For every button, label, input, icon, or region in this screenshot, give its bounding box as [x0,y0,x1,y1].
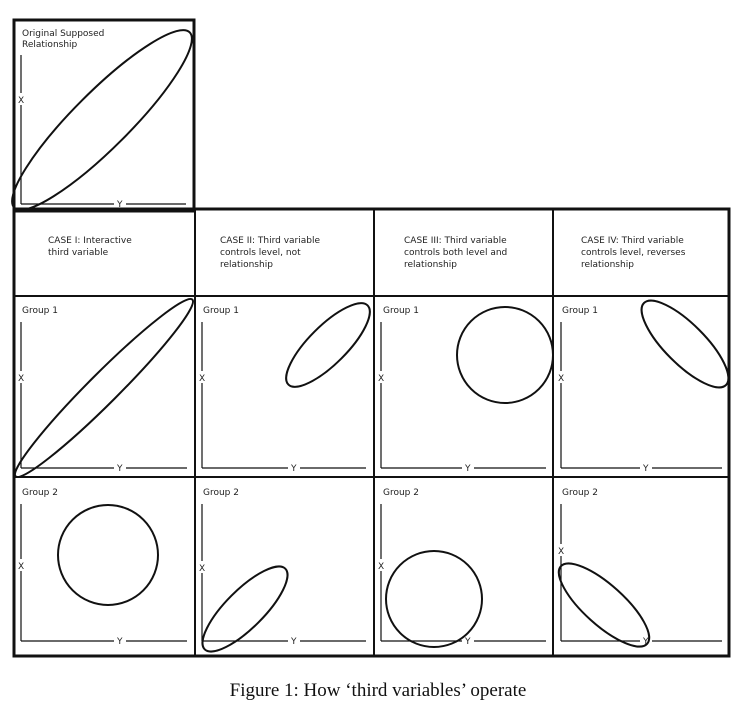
case-2-header-line1: CASE II: Third variable [220,236,320,246]
cases-grid [12,207,731,658]
case-4-group-1-axes: X Y [556,322,722,474]
case-2-group-1-y-label: Y [290,464,297,474]
case-3-group-1-label: Group 1 [383,306,419,316]
case-3-header-line2: controls both level and [404,248,507,258]
case-2-group-1-ellipse [285,302,371,388]
case-1-group-2-label: Group 2 [22,488,58,498]
case-2-group-2-axes: X Y [197,504,366,647]
case-1-group-1-label: Group 1 [22,306,58,316]
case-3-group-2-axes: X Y [376,504,546,647]
case-2-header-line3: relationship [220,260,273,270]
case-2-header-line2: controls level, not [220,248,301,258]
case-4-group-1-y-label: Y [642,464,649,474]
case-1-header-line2: third variable [48,248,109,258]
case-3-group-2-x-label: X [378,562,384,572]
original-panel-title-line2: Relationship [22,40,78,50]
figure-caption: Figure 1: How ‘third variables’ operate [229,680,527,701]
case-2-group-1-label: Group 1 [203,306,239,316]
case-1-header: CASE I: Interactive third variable [48,236,132,258]
case-4-group-1-ellipse [640,299,730,389]
case-4-group-2-x-label: X [558,547,564,557]
case-3-group-1-y-label: Y [464,464,471,474]
case-3-group-2-y-label: Y [464,637,471,647]
original-y-label: Y [116,200,123,210]
case-3-group-2-circle [385,550,483,648]
case-1-group-1-y-label: Y [116,464,123,474]
case-1-group-2-x-label: X [18,562,24,572]
case-1-header-line1: CASE I: Interactive [48,236,132,246]
case-1-group-2-circle [57,504,159,606]
case-4-header-line1: CASE IV: Third variable [581,236,684,246]
original-x-label: X [18,96,24,106]
original-panel-border [12,18,196,213]
case-4-header: CASE IV: Third variable controls level, … [581,236,686,270]
case-4-group-2-label: Group 2 [562,488,598,498]
case-2-group-2-ellipse [201,565,289,653]
original-relationship-panel: Original Supposed Relationship X Y [11,18,196,213]
case-1-group-2-y-label: Y [116,637,123,647]
case-2-header: CASE II: Third variable controls level, … [220,236,320,270]
case-2-group-2-y-label: Y [290,637,297,647]
case-4-group-1-label: Group 1 [562,306,598,316]
case-2-group-2-label: Group 2 [203,488,239,498]
case-3-group-1-axes: X Y [376,322,546,474]
case-4-header-line2: controls level, reverses [581,248,686,258]
case-1-group-1-axes: X Y [16,322,187,474]
case-3-header: CASE III: Third variable controls both l… [404,236,507,270]
case-2-group-2-x-label: X [199,564,205,574]
case-3-header-line3: relationship [404,260,457,270]
case-3-group-2-label: Group 2 [383,488,419,498]
case-4-group-1-x-label: X [558,374,564,384]
case-3-group-1-x-label: X [378,374,384,384]
case-4-header-line3: relationship [581,260,634,270]
case-1-group-1-ellipse [13,297,195,479]
case-3-header-line1: CASE III: Third variable [404,236,507,246]
original-panel-title-line1: Original Supposed [22,29,104,39]
case-1-group-2-axes: X Y [16,504,187,647]
case-4-group-2-y-label: Y [642,637,649,647]
case-4-group-2-axes: X Y [556,504,722,647]
case-3-group-1-circle [456,306,554,404]
case-2-group-1-x-label: X [199,374,205,384]
case-4-group-2-ellipse [557,562,651,648]
grid-outer-border [12,207,731,658]
case-2-group-1-axes: X Y [197,322,366,474]
case-1-group-1-x-label: X [18,374,24,384]
